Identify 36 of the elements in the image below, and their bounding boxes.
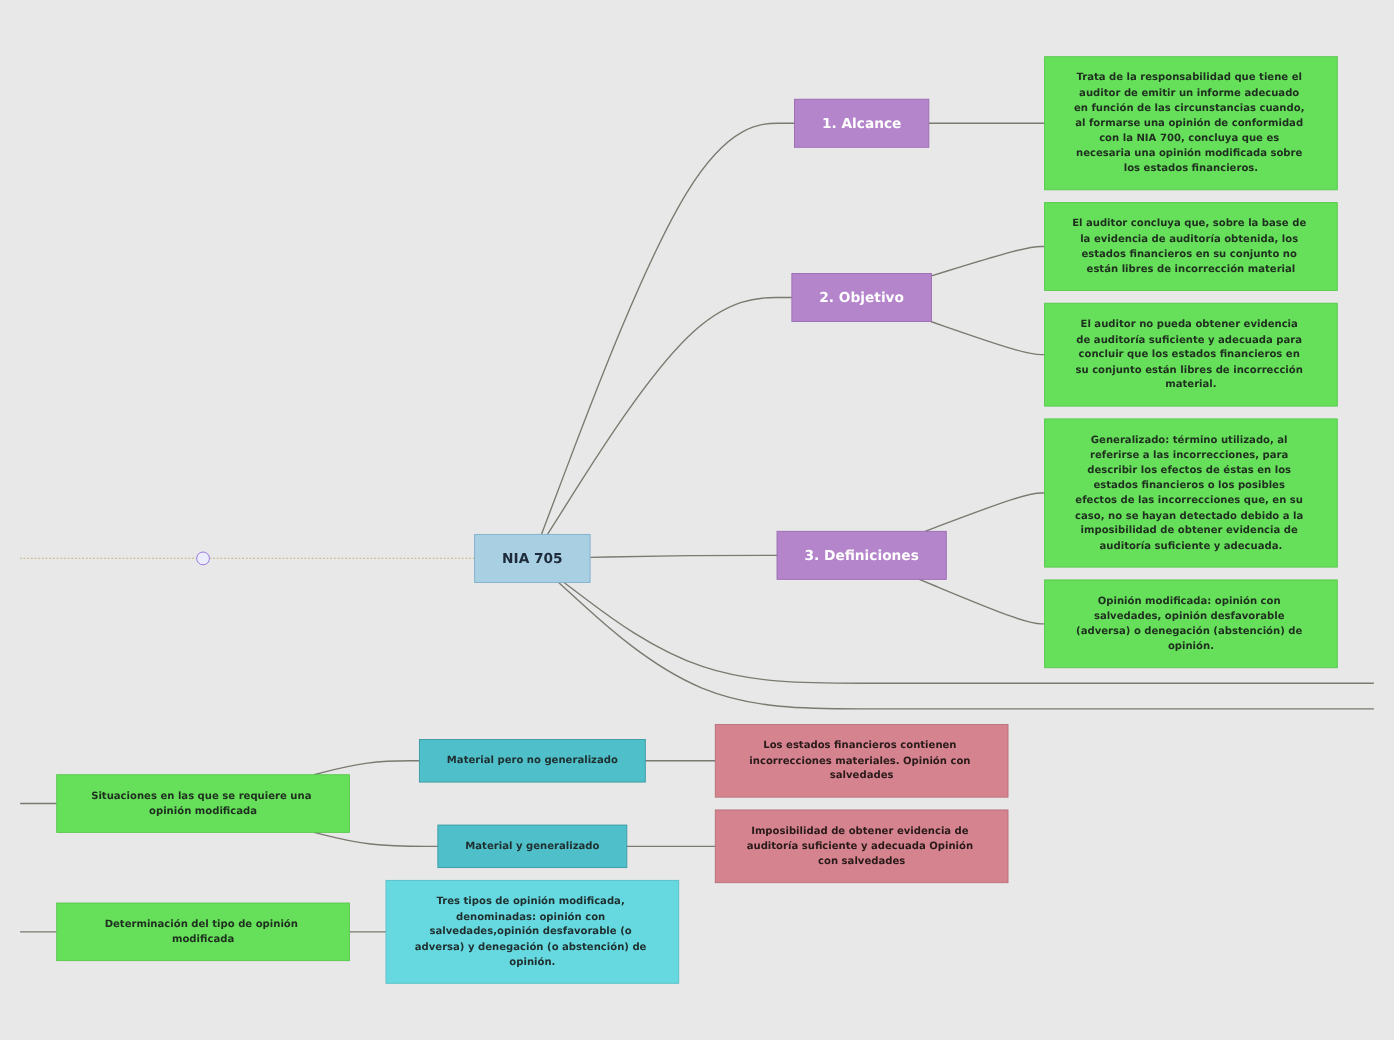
connector-line	[546, 296, 793, 536]
node-circle	[196, 551, 210, 566]
connector-line	[19, 802, 58, 805]
connector-line	[208, 557, 476, 560]
node-box	[56, 902, 350, 962]
connector-line	[930, 245, 1046, 277]
connector-line	[540, 122, 796, 536]
node-box	[1044, 418, 1338, 568]
node-box	[56, 774, 350, 833]
connector-line	[313, 760, 421, 776]
connector-line	[19, 931, 58, 933]
connector-line	[928, 122, 1046, 124]
connector-line	[563, 581, 1375, 684]
node-box	[418, 739, 646, 783]
node-box	[791, 273, 932, 322]
connector-line	[313, 831, 439, 847]
node-box	[1044, 579, 1338, 669]
node-box	[385, 879, 680, 984]
connector-line	[589, 554, 778, 558]
node-box	[1044, 56, 1338, 191]
node-box	[794, 98, 930, 148]
connector-line	[626, 845, 716, 847]
node-box	[714, 724, 1009, 798]
node-box	[437, 824, 628, 869]
connector-line	[19, 557, 198, 560]
node-box	[1044, 202, 1338, 291]
node-box	[776, 530, 947, 580]
connector-line	[348, 931, 387, 933]
connector-line	[930, 320, 1046, 356]
connector-line	[924, 492, 1046, 532]
connector-line	[918, 578, 1046, 625]
connector-line	[644, 760, 716, 762]
connector-line	[557, 581, 1375, 710]
node-box	[714, 809, 1009, 884]
node-box	[1044, 302, 1338, 407]
node-box	[474, 533, 591, 583]
